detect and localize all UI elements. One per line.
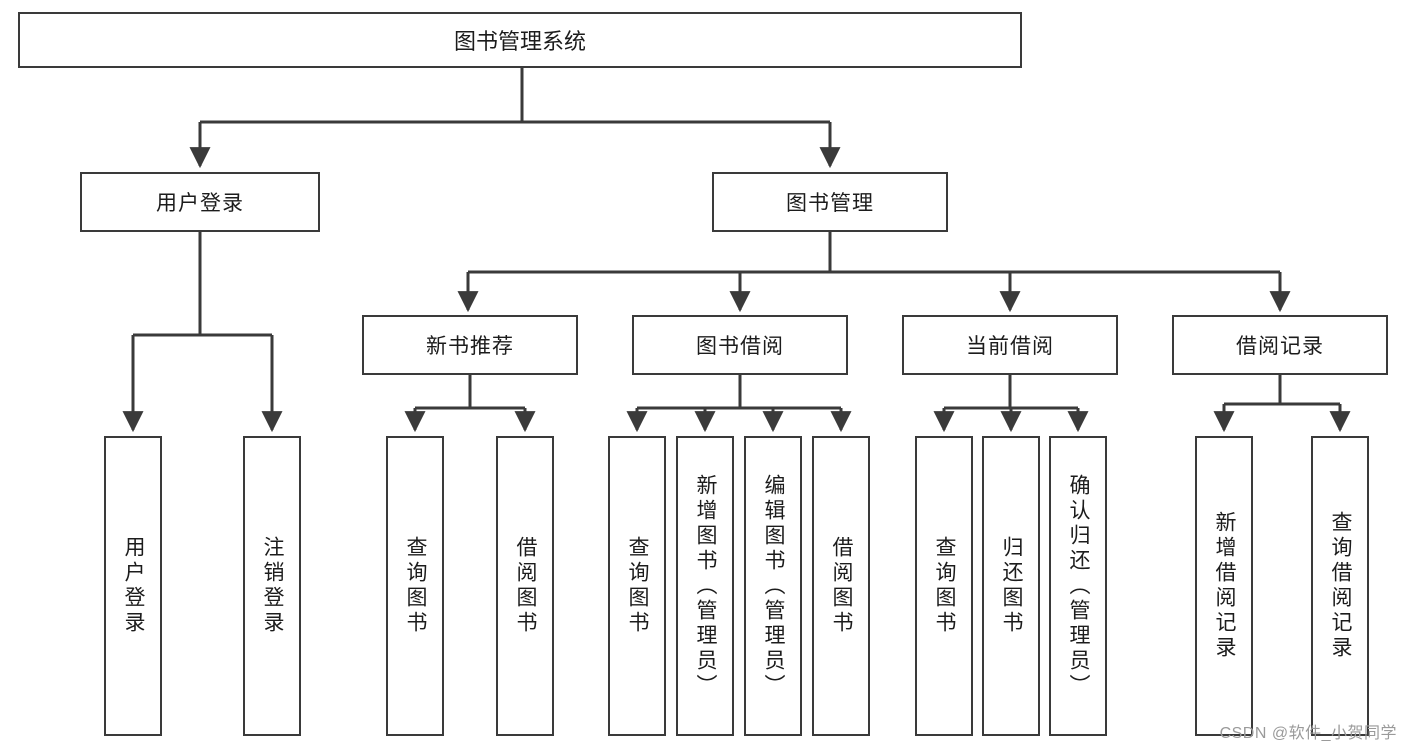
node-borrow-record-label: 借阅记录	[1236, 335, 1324, 358]
node-book-borrow[interactable]: 图书借阅	[632, 315, 848, 375]
node-leaf-query-book-1-label: 查询图书	[404, 536, 428, 636]
node-leaf-query-book-1[interactable]: 查询图书	[386, 436, 444, 736]
node-leaf-borrow-book-2-label: 借阅图书	[830, 536, 854, 636]
node-leaf-query-book-3-label: 查询图书	[933, 536, 957, 636]
watermark: CSDN @软件_小贺同学	[1219, 725, 1397, 742]
node-user-login-label: 用户登录	[156, 192, 244, 215]
node-leaf-user-logout[interactable]: 注销登录	[243, 436, 301, 736]
node-leaf-add-book[interactable]: 新增图书（管理员）	[676, 436, 734, 736]
node-leaf-edit-book-label: 编辑图书（管理员）	[762, 473, 786, 699]
node-leaf-confirm-return[interactable]: 确认归还（管理员）	[1049, 436, 1107, 736]
node-book-borrow-label: 图书借阅	[696, 335, 784, 358]
node-current-borrow[interactable]: 当前借阅	[902, 315, 1118, 375]
node-current-borrow-label: 当前借阅	[966, 335, 1054, 358]
node-leaf-user-login-label: 用户登录	[122, 536, 146, 636]
node-leaf-confirm-return-label: 确认归还（管理员）	[1067, 473, 1091, 699]
node-leaf-query-book-2[interactable]: 查询图书	[608, 436, 666, 736]
node-user-login[interactable]: 用户登录	[80, 172, 320, 232]
node-leaf-return-book-label: 归还图书	[1000, 536, 1024, 636]
node-book-manage-label: 图书管理	[786, 192, 874, 215]
node-leaf-query-book-3[interactable]: 查询图书	[915, 436, 973, 736]
node-leaf-return-book[interactable]: 归还图书	[982, 436, 1040, 736]
node-leaf-add-book-label: 新增图书（管理员）	[694, 473, 718, 699]
node-leaf-edit-book[interactable]: 编辑图书（管理员）	[744, 436, 802, 736]
node-leaf-query-record[interactable]: 查询借阅记录	[1311, 436, 1369, 736]
node-leaf-add-record-label: 新增借阅记录	[1213, 511, 1237, 661]
node-book-manage[interactable]: 图书管理	[712, 172, 948, 232]
node-leaf-add-record[interactable]: 新增借阅记录	[1195, 436, 1253, 736]
node-new-book-recommend[interactable]: 新书推荐	[362, 315, 578, 375]
node-root[interactable]: 图书管理系统	[18, 12, 1022, 68]
node-root-label: 图书管理系统	[453, 29, 586, 54]
node-borrow-record[interactable]: 借阅记录	[1172, 315, 1388, 375]
node-leaf-query-book-2-label: 查询图书	[626, 536, 650, 636]
node-leaf-borrow-book-2[interactable]: 借阅图书	[812, 436, 870, 736]
node-new-book-recommend-label: 新书推荐	[426, 335, 514, 358]
node-leaf-user-logout-label: 注销登录	[261, 536, 285, 636]
node-leaf-borrow-book-1-label: 借阅图书	[514, 536, 538, 636]
node-leaf-query-record-label: 查询借阅记录	[1329, 511, 1353, 661]
node-leaf-user-login[interactable]: 用户登录	[104, 436, 162, 736]
node-leaf-borrow-book-1[interactable]: 借阅图书	[496, 436, 554, 736]
